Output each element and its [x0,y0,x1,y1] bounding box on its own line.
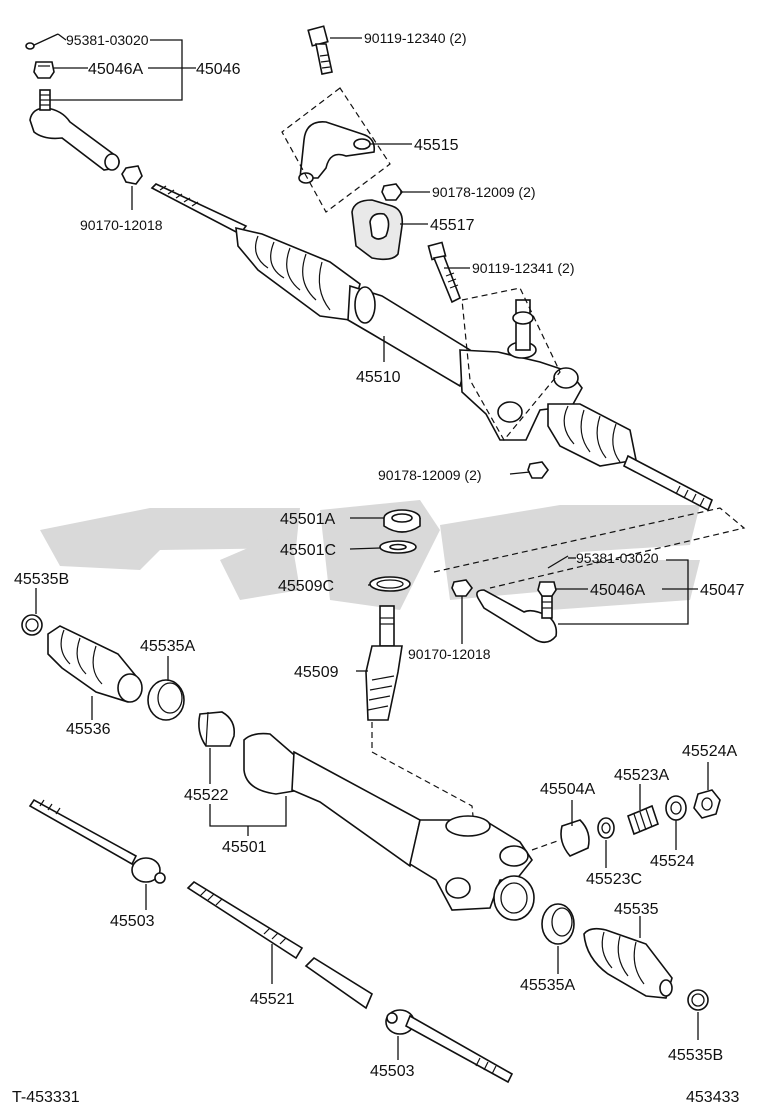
clamp-45535A-right [541,903,575,945]
boot-45535 [583,927,673,999]
inner-tie-rod-45503-bottom [385,1009,514,1084]
cotter-pin-upper [25,33,59,50]
label-45046: 45046 [196,61,241,78]
label-95381-03020-top: 95381-03020 [66,32,149,48]
mounting-guides-upper [281,87,746,589]
inner-tie-rod-45503-left [28,798,166,884]
rack-45521 [186,880,374,1010]
tie-rod-end-lower [476,555,569,644]
label-45515: 45515 [414,137,459,154]
label-45501C: 45501C [280,542,336,559]
drawing-number-right: 453433 [686,1089,739,1106]
bolt-90119-12340 [307,25,333,75]
rack-housing-45510 [150,183,714,512]
lock-nut-45524A [693,789,721,819]
label-45510: 45510 [356,369,401,386]
label-45501A: 45501A [280,511,335,528]
label-45503-left: 45503 [110,913,155,930]
pinion-parts [365,509,569,827]
label-90119-12341: 90119-12341 (2) [472,260,574,276]
label-45047: 45047 [700,582,745,599]
lower-assembly [21,614,721,1084]
guide-45504A [560,819,590,857]
label-45503-bottom: 45503 [370,1063,415,1080]
bolt-90119-12341 [427,241,462,304]
nut-90178-lower [527,461,549,479]
label-90178-12009-lower: 90178-12009 (2) [378,467,482,483]
nut-90170-mid [451,579,473,597]
label-45536: 45536 [66,721,111,738]
plug-45524 [665,795,687,821]
bushing-45517 [351,199,404,261]
label-45504A: 45504A [540,781,595,798]
label-45517: 45517 [430,217,475,234]
clamp-45535B-right [687,989,709,1011]
label-45535A-right: 45535A [520,977,575,994]
tie-rod-end-upper [29,89,120,171]
spring-45523A [627,804,659,836]
label-45524: 45524 [650,853,695,870]
label-90119-12340: 90119-12340 (2) [364,30,466,46]
label-45522: 45522 [184,787,229,804]
label-45509C: 45509C [278,578,334,595]
label-45535: 45535 [614,901,659,918]
upper-assembly [25,25,746,589]
leader-lines [35,33,709,1060]
label-45501: 45501 [222,839,267,856]
clamp-45535B-left [21,614,43,636]
boot-45536 [47,625,143,703]
castle-nut-upper [33,61,55,79]
part-labels: 95381-03020 45046A 45046 90119-12340 (2)… [12,30,745,1106]
label-95381-03020-mid: 95381-03020 [576,550,659,566]
label-90178-12009-upper: 90178-12009 (2) [432,184,536,200]
adjuster-guide-line [531,839,561,851]
label-45535B-left: 45535B [14,571,69,588]
drawing-number-left: T-453331 [12,1089,80,1106]
pinion-45509 [365,605,403,721]
label-45509: 45509 [294,664,339,681]
label-45524A: 45524A [682,743,737,760]
label-45521: 45521 [250,991,295,1008]
label-45523C: 45523C [586,871,642,888]
label-90170-12018-mid: 90170-12018 [408,646,491,662]
label-45535A-left: 45535A [140,638,195,655]
bracket-45515 [298,121,376,184]
nut-90178-upper [381,183,403,201]
label-45046A-mid: 45046A [590,582,645,599]
bearing-45501A [383,509,421,533]
snap-ring-45509C [369,576,411,592]
bushing-45522 [198,711,236,747]
clamp-45535A-left [147,679,185,721]
nut-90170-upper [121,165,143,185]
washer-45501C [379,540,417,554]
label-45523A: 45523A [614,767,669,784]
label-45535B-right: 45535B [668,1047,723,1064]
washer-45523C [597,817,615,839]
label-90170-12018-top: 90170-12018 [80,217,163,233]
rack-housing-45501 [243,732,535,921]
label-45046A-top: 45046A [88,61,143,78]
